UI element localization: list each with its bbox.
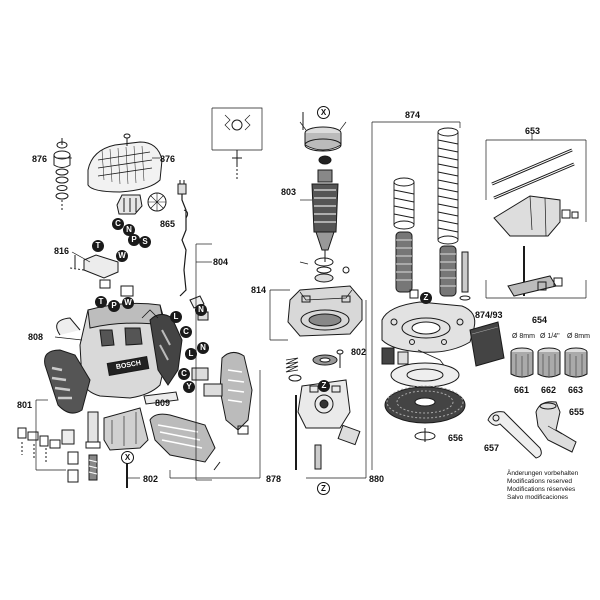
marker-n-1: N [123, 224, 135, 236]
part-876-motor-cap [87, 133, 163, 193]
callout-809: 809 [155, 398, 171, 408]
part-657-wrench [487, 411, 542, 459]
part-878-handle [149, 352, 253, 471]
part-654-parallel-guide [485, 195, 587, 299]
callout-876-right: 876 [160, 154, 176, 164]
marker-z-bottom: Z [317, 482, 330, 495]
callout-802-right: 802 [351, 347, 367, 357]
notice-line-es: Salvo modificaciones [507, 494, 569, 501]
callout-876-left: 876 [32, 154, 48, 164]
callout-802-left: 802 [143, 474, 159, 484]
callout-808: 808 [28, 332, 44, 342]
marker-n-2: N [195, 304, 207, 316]
part-801-small-parts [17, 427, 79, 483]
part-height-adjust [85, 411, 101, 481]
part-816-switch-block [69, 254, 134, 297]
part-802-screw-right [336, 349, 344, 368]
leader-lines-left [35, 157, 261, 481]
marker-c-2: C [180, 326, 192, 338]
callout-880: 880 [369, 474, 385, 484]
part-814-housing [269, 285, 363, 341]
part-bearing-cover [299, 112, 347, 152]
part-663-collet [564, 347, 588, 378]
part-spring-collar [285, 354, 338, 382]
part-876-knob [53, 138, 71, 210]
part-865-switch [116, 192, 167, 215]
marker-n-3: N [197, 342, 209, 354]
marker-w-2: W [122, 297, 134, 309]
marker-x-bottom: X [121, 451, 134, 464]
collet-size-661: Ø 8mm [512, 333, 535, 340]
marker-l-2: L [185, 348, 197, 360]
part-801-grip [44, 349, 91, 414]
callout-662: 662 [541, 385, 557, 395]
marker-p-2: P [108, 300, 120, 312]
marker-z-base: Z [420, 292, 432, 304]
marker-w-1: W [116, 250, 128, 262]
part-809-depth-stop [103, 391, 179, 451]
marker-l-1: L [170, 311, 182, 323]
callout-657: 657 [484, 443, 500, 453]
part-874-93-template [469, 321, 505, 367]
marker-c-3: C [178, 368, 190, 380]
part-sole-plate [384, 362, 466, 442]
collet-size-662: Ø 1/4" [540, 333, 560, 340]
marker-y-1: Y [183, 381, 195, 393]
modification-notice: Änderungen vorbehalten Modifications res… [507, 470, 578, 502]
callout-874: 874 [405, 110, 421, 120]
marker-z-mid: Z [318, 380, 330, 392]
marker-p-1: P [128, 234, 140, 246]
part-661-collet [510, 347, 534, 378]
callout-654: 654 [532, 315, 548, 325]
marker-x-top: X [317, 106, 330, 119]
marker-t-2: T [95, 296, 107, 308]
collet-size-663: Ø 8mm [567, 333, 590, 340]
part-874-springs [371, 121, 471, 470]
notice-line-fr: Modifications réservées [507, 486, 576, 493]
callout-803: 803 [281, 187, 297, 197]
part-803-armature [300, 155, 339, 262]
callout-804: 804 [213, 257, 229, 267]
callout-653: 653 [525, 126, 541, 136]
part-880-gear-housing [295, 300, 367, 479]
part-804-cable [177, 180, 209, 321]
callout-656: 656 [448, 433, 464, 443]
wiring-schematic [211, 107, 263, 180]
notice-line-de: Änderungen vorbehalten [507, 470, 579, 477]
notice-line-en: Modifications reserved [507, 478, 573, 485]
callout-801: 801 [17, 400, 33, 410]
callout-865: 865 [160, 219, 176, 229]
callout-655: 655 [569, 407, 585, 417]
part-653-guide-rails [485, 134, 587, 222]
callout-816: 816 [54, 246, 70, 256]
part-base-plate [381, 301, 476, 369]
callout-814: 814 [251, 285, 267, 295]
marker-c-1: C [112, 218, 124, 230]
callout-874-93: 874/93 [475, 310, 503, 320]
marker-t-1: T [92, 240, 104, 252]
callout-663: 663 [568, 385, 584, 395]
part-808-housing [56, 302, 183, 399]
marker-s-1: S [139, 236, 151, 248]
callout-661: 661 [514, 385, 530, 395]
callout-878: 878 [266, 474, 282, 484]
part-armature-hardware [299, 257, 350, 283]
part-662-collet [537, 347, 561, 378]
part-655-dust-adapter [535, 401, 577, 453]
